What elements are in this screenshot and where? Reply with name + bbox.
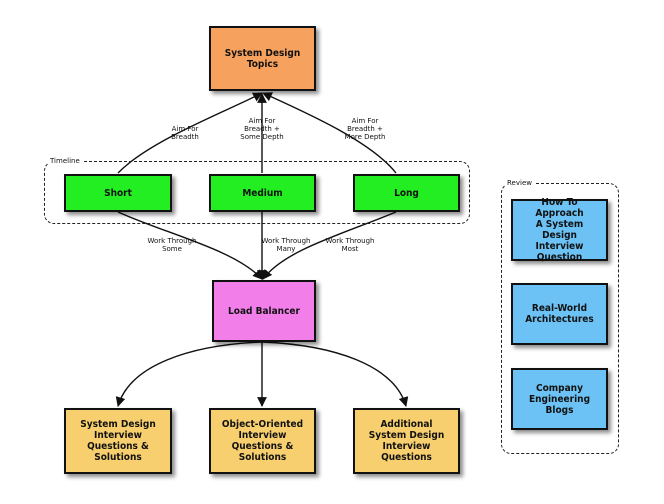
review-group-label: Review — [505, 179, 534, 187]
timeline-group-label: Timeline — [48, 157, 82, 165]
edge-label-aim-some-depth: Aim For Breadth + Some Depth — [240, 117, 284, 141]
node-company-engineering-blogs: Company Engineering Blogs — [511, 368, 608, 430]
review-group — [501, 183, 619, 454]
edge-label-work-some: Work Through Some — [147, 237, 197, 253]
node-system-design-topics: System Design Topics — [209, 26, 316, 91]
node-additional-questions: Additional System Design Interview Quest… — [353, 408, 460, 474]
node-long: Long — [353, 174, 460, 212]
edge-lb-to-additional-questions — [261, 341, 409, 407]
timeline-group — [44, 161, 470, 224]
edge-long-to-lb — [262, 211, 397, 280]
node-object-oriented-questions: Object-Oriented Interview Questions & So… — [209, 408, 316, 474]
node-system-design-questions: System Design Interview Questions & Solu… — [64, 408, 172, 474]
node-how-to-approach: How To Approach A System Design Intervie… — [511, 197, 608, 263]
node-load-balancer: Load Balancer — [212, 280, 316, 342]
edge-short-to-lb — [117, 211, 263, 280]
node-medium: Medium — [209, 174, 316, 212]
edge-label-aim-breadth: Aim For Breadth — [171, 125, 199, 141]
edge-label-aim-more-depth: Aim For Breadth + More Depth — [344, 117, 386, 141]
node-real-world-architectures: Real-World Architectures — [511, 283, 608, 345]
edge-lb-to-sd-questions — [115, 341, 263, 407]
edge-label-work-most: Work Through Most — [325, 237, 375, 253]
edge-label-work-many: Work Through Many — [261, 237, 311, 253]
node-short: Short — [64, 174, 172, 212]
